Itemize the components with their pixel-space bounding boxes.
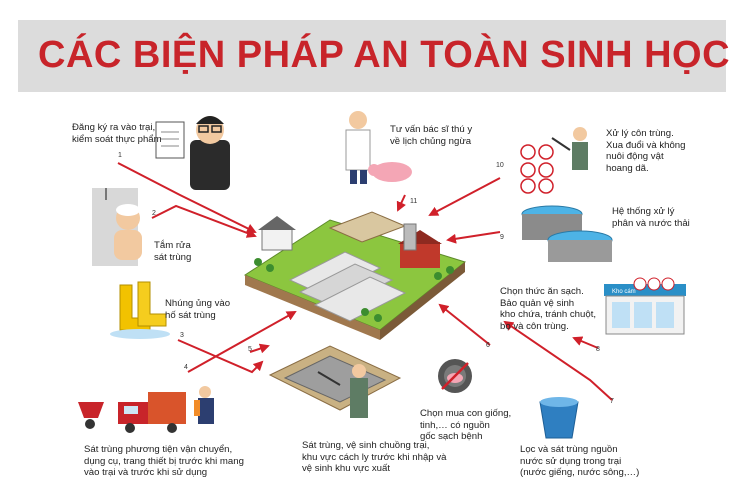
- number-step-9: 9: [500, 234, 504, 241]
- clipboard-icon: [155, 116, 230, 190]
- bucket-icon: [539, 397, 579, 439]
- truck-icon: [118, 392, 186, 433]
- pig-icon: [368, 162, 412, 182]
- arrow-6: [438, 303, 491, 346]
- label-step-9: Hệ thống xử lý phân và nước thải: [612, 206, 690, 229]
- wheelbarrow-icon: [78, 402, 104, 429]
- vet-icon: [345, 111, 371, 184]
- number-step-6: 6: [486, 342, 490, 349]
- arrow-5: [249, 343, 270, 354]
- arrow-8: [572, 336, 599, 349]
- number-step-5: 5: [248, 346, 252, 353]
- sprayer-icon: [194, 386, 214, 424]
- label-step-1: Đăng ký ra vào trại, kiểm soát thực phẩm: [72, 122, 162, 145]
- arrow-11: [396, 194, 406, 212]
- connector-arrows: [117, 162, 613, 401]
- arrow-3: [177, 339, 264, 374]
- number-step-1: 1: [118, 152, 122, 159]
- title-band: [18, 20, 726, 92]
- label-step-5: Sát trùng, vệ sinh chuồng trại, khu vực …: [302, 440, 447, 474]
- label-step-3: Nhúng ủng vào hố sát trùng: [165, 298, 231, 321]
- arrow-4: [187, 311, 297, 373]
- label-step-4: Sát trùng phương tiện vận chuyển, dụng c…: [84, 444, 244, 478]
- farm-illustration: [243, 211, 467, 340]
- number-step-3: 3: [180, 332, 184, 339]
- page-title: CÁC BIỆN PHÁP AN TOÀN SINH HỌC: [38, 34, 731, 76]
- label-step-8: Chọn thức ăn sạch. Bảo quản vệ sinh kho …: [500, 286, 597, 332]
- label-step-2: Tắm rửa sát trùng: [154, 240, 192, 263]
- store-sign: Kho cám: [612, 289, 636, 295]
- number-step-2: 2: [152, 210, 156, 217]
- pathogen-icon: [438, 359, 472, 393]
- arrow-2: [151, 204, 257, 238]
- arrow-9: [446, 231, 501, 244]
- arrow-1: [117, 162, 257, 233]
- number-step-7: 7: [610, 398, 614, 405]
- tank-icon: [521, 205, 613, 262]
- number-step-11: 11: [410, 198, 418, 205]
- arrow-7: [503, 320, 613, 401]
- number-step-10: 10: [496, 162, 504, 169]
- number-step-4: 4: [184, 364, 188, 371]
- shower-icon: [92, 188, 142, 266]
- barn-disinfection-illustration: [268, 345, 402, 418]
- label-step-6: Chọn mua con giống, tinh,… có nguồn gốc …: [420, 408, 512, 442]
- label-step-10: Xử lý côn trùng. Xua đuổi và không nuôi …: [606, 128, 686, 174]
- label-step-11: Tư vấn bác sĩ thú y về lịch chủng ngừa: [390, 124, 473, 147]
- insect-ban-icon: [520, 127, 588, 194]
- number-step-8: 8: [596, 346, 600, 353]
- label-step-7: Lọc và sát trùng nguồn nước sử dụng tron…: [520, 444, 640, 478]
- store-icon: [604, 277, 686, 335]
- boots-icon: [110, 281, 170, 339]
- arrow-10: [428, 177, 501, 216]
